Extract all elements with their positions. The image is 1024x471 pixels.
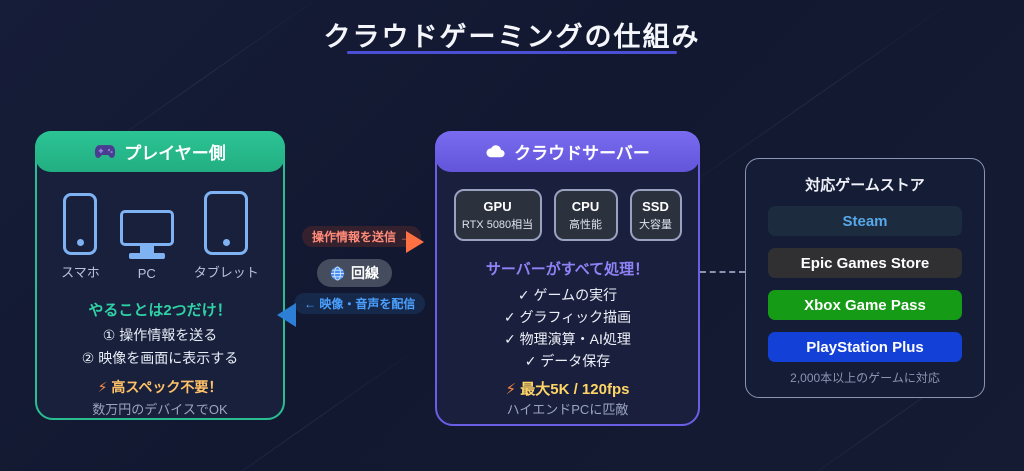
tablet-icon xyxy=(204,191,249,255)
arrow-left-icon xyxy=(277,303,296,327)
server-task: ✓ ゲームの実行 xyxy=(517,287,618,303)
server-task: ✓ 物理演算・AI処理 xyxy=(504,331,631,347)
server-task: ✓ グラフィック描画 xyxy=(503,309,632,325)
server-note: ハイエンドPCに匹敵 xyxy=(506,402,629,417)
arrow-right-icon xyxy=(406,231,424,253)
store-badge-epic-games-store: Epic Games Store xyxy=(768,248,962,278)
player-highlight: ⚡ 高スペック不要！ xyxy=(97,379,223,395)
store-badge-playstation-plus: PlayStation Plus xyxy=(768,332,962,362)
lightning-icon: ⚡ xyxy=(505,381,517,398)
ssd-chip: SSD 大容量 xyxy=(629,189,682,241)
device-pc: PC xyxy=(119,210,174,281)
server-task: ✓ データ保存 xyxy=(524,353,611,369)
globe-icon xyxy=(330,265,345,281)
store-panel-title: 対応ゲームストア xyxy=(805,177,925,194)
store-note: 2,000本以上のゲームに対応 xyxy=(790,371,940,385)
cloud-icon xyxy=(485,145,506,158)
server-highlight: ⚡ 最大5K / 120fps xyxy=(505,381,630,398)
title-underline xyxy=(347,51,677,54)
player-panel-title: プレイヤー側 xyxy=(124,144,226,163)
player-step-1: ① 操作情報を送る xyxy=(102,327,218,343)
lightning-icon: ⚡ xyxy=(97,379,108,395)
device-smartphone: スマホ xyxy=(61,193,100,281)
server-subtitle: サーバーがすべて処理！ xyxy=(485,261,650,278)
player-subtitle: やることは2つだけ！ xyxy=(88,302,232,319)
stream-output-label: ← 映像・音声を配信 xyxy=(294,293,426,314)
gpu-chip: GPU RTX 5080相当 xyxy=(453,189,542,241)
device-label: タブレット xyxy=(193,265,259,280)
dashed-connector xyxy=(700,271,745,273)
device-row: スマホ PC タブレット xyxy=(37,191,283,281)
store-badge-xbox-game-pass: Xbox Game Pass xyxy=(768,290,962,320)
store-badge-steam: Steam xyxy=(768,206,962,236)
player-note: 数万円のデバイスでOK xyxy=(92,402,228,417)
server-panel-header: クラウドサーバー xyxy=(435,131,700,172)
gamepad-icon xyxy=(94,144,116,159)
cpu-chip: CPU 高性能 xyxy=(553,189,618,241)
player-panel-header: プレイヤー側 xyxy=(35,131,285,172)
pc-monitor-icon xyxy=(119,210,174,259)
page-title: クラウドゲーミングの仕組み xyxy=(323,22,701,52)
hardware-chip-row: GPU RTX 5080相当 CPU 高性能 SSD 大容量 xyxy=(437,189,698,241)
device-label: PC xyxy=(137,266,156,281)
network-line-label: 回線 xyxy=(351,265,379,281)
smartphone-icon xyxy=(63,193,98,255)
player-panel: プレイヤー側 スマホ PC タブレット やることは2つだけ！ ① 操作情報を送る… xyxy=(35,131,285,420)
store-panel: 対応ゲームストア Steam Epic Games Store Xbox Gam… xyxy=(745,158,985,398)
send-input-label: 操作情報を送信 → xyxy=(302,226,422,247)
server-panel-title: クラウドサーバー xyxy=(514,144,650,163)
network-line-pill: 回線 xyxy=(317,259,392,287)
device-tablet: タブレット xyxy=(194,191,259,281)
server-panel: クラウドサーバー GPU RTX 5080相当 CPU 高性能 SSD 大容量 … xyxy=(435,131,700,426)
player-step-2: ② 映像を画面に表示する xyxy=(81,350,239,366)
device-label: スマホ xyxy=(61,265,100,280)
